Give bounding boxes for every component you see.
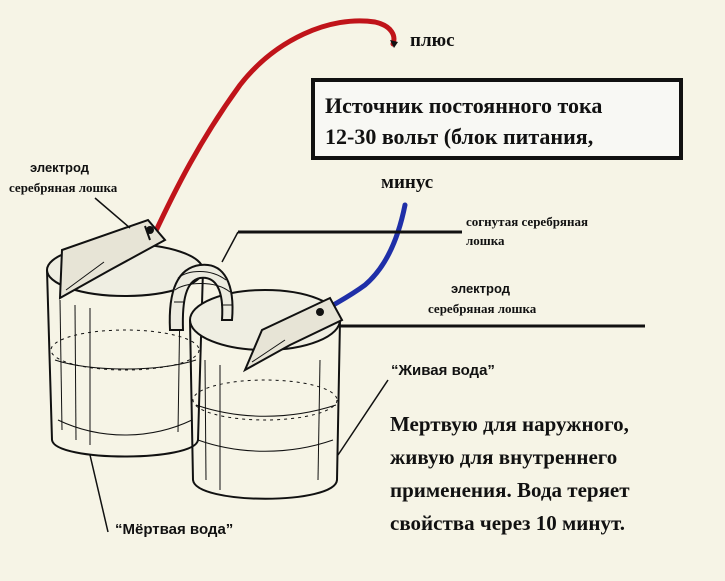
usage-note: Мертвую для наружного, живую для внутрен… xyxy=(390,408,630,540)
electrode-left-subtitle: серебряная лошка xyxy=(9,180,118,195)
leader-lines xyxy=(89,197,645,533)
power-source-line-1: Источник постоянного тока xyxy=(325,93,603,118)
bent-spoon-bridge xyxy=(168,263,234,331)
electrode-right-subtitle: серебряная лошка xyxy=(428,301,537,316)
electrode-right-title: электрод xyxy=(451,281,511,296)
electrode-left-title: электрод xyxy=(30,160,90,175)
usage-note-line-1: Мертвую для наружного, xyxy=(390,412,629,436)
usage-note-line-4: свойства через 10 минут. xyxy=(390,511,625,535)
usage-note-line-3: применения. Вода теряет xyxy=(390,478,630,502)
minus-wire xyxy=(327,202,408,310)
plus-wire-tip xyxy=(390,40,398,48)
minus-label: минус xyxy=(381,172,434,193)
live-water-label: “Живая вода” xyxy=(391,362,495,379)
bent-spoon-label-line-1: согнутая серебряная xyxy=(466,214,588,229)
left-electrode xyxy=(58,218,167,300)
power-source-box: Источник постоянного тока 12-30 вольт (б… xyxy=(311,78,683,160)
usage-note-line-2: живую для внутреннего xyxy=(390,445,618,469)
plus-wire xyxy=(151,18,397,238)
right-electrode xyxy=(242,296,344,373)
dead-water-label: “Мёртвая вода” xyxy=(115,521,234,538)
power-source-line-2: 12-30 вольт (блок питания, xyxy=(325,124,594,149)
plus-label: плюс xyxy=(410,30,455,51)
bent-spoon-label-line-2: лошка xyxy=(466,233,505,248)
